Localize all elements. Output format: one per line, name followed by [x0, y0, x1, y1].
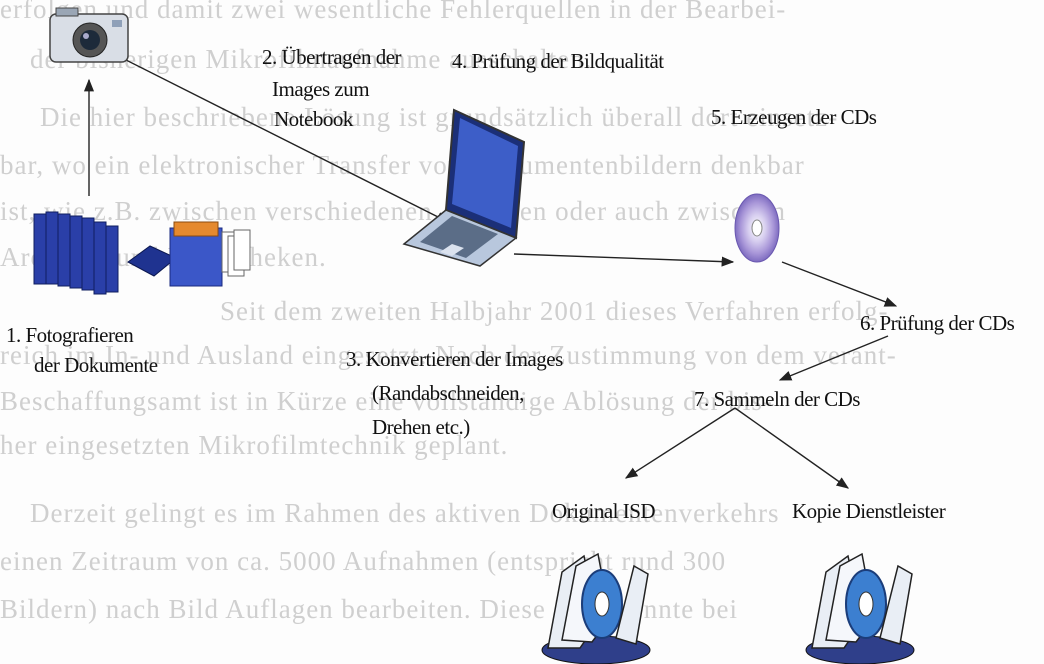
- arrow-collect-to-copy: [734, 407, 850, 489]
- step-2-line-2: Images zum: [272, 77, 370, 101]
- bg-line: Derzeit gelingt es im Rahmen des aktiven…: [30, 498, 780, 528]
- arrow-laptop-to-cd: [513, 253, 735, 267]
- arrow-collect-to-original: [624, 407, 736, 479]
- bg-line: bar, wo ein elektronischer Transfer von …: [0, 150, 805, 180]
- step-2-label: 2. Übertragen der Images zum Notebook: [262, 44, 402, 132]
- arrow-cd-to-check: [781, 261, 898, 307]
- bg-line: reich im In- und Ausland eingesetzt. Nac…: [0, 340, 897, 370]
- step-3-label: 3. Konvertieren der Images (Randabschnei…: [346, 346, 563, 440]
- step-5-label: 5. Erzeugen der CDs: [711, 105, 877, 129]
- arrows: [83, 57, 898, 489]
- camera-icon: [49, 7, 129, 63]
- document-stacks-icon: [33, 211, 251, 295]
- bg-line: erfolgen und damit zwei wesentliche Fehl…: [0, 0, 787, 24]
- step-6-label: 6. Prüfung der CDs: [860, 311, 1015, 335]
- step-2-line-3: Notebook: [274, 107, 353, 131]
- step-2-line-1: 2. Übertragen der: [262, 45, 402, 69]
- step-4-label: 4. Prüfung der Bildqualität: [452, 49, 664, 73]
- bg-line: Seit dem zweiten Halbjahr 2001 dieses Ve…: [220, 296, 889, 326]
- step-3-line-1: 3. Konvertieren der Images: [346, 347, 563, 371]
- step-1-label: 1. Fotografieren der Dokumente: [6, 322, 158, 378]
- step-7-label: 7. Sammeln der CDs: [694, 387, 860, 411]
- cd-icon: [734, 193, 780, 263]
- bg-line: ist, wie z.B. zwischen verschiedenen Arc…: [0, 196, 786, 226]
- step-3-line-2: (Randabschneiden,: [372, 381, 524, 405]
- copy-provider-label: Kopie Dienstleister: [792, 499, 946, 523]
- cd-holder-icon: [805, 552, 915, 664]
- original-isd-label: Original ISD: [552, 499, 656, 523]
- bg-line: Die hier beschriebene Lösung ist grundsä…: [40, 102, 839, 132]
- laptop-icon: [402, 108, 526, 267]
- arrow-camera-to-laptop: [121, 57, 450, 223]
- step-3-line-3: Drehen etc.): [372, 415, 470, 439]
- bg-line: her eingesetzten Mikrofilmtechnik geplan…: [0, 430, 509, 460]
- arrow-check-to-collect: [778, 335, 889, 381]
- step-1-line-1: 1. Fotografieren: [6, 323, 134, 347]
- cd-holder-icon: [541, 552, 651, 664]
- step-1-line-2: der Dokumente: [34, 353, 158, 377]
- bg-line: Beschaffungsamt ist in Kürze eine vollst…: [0, 386, 773, 416]
